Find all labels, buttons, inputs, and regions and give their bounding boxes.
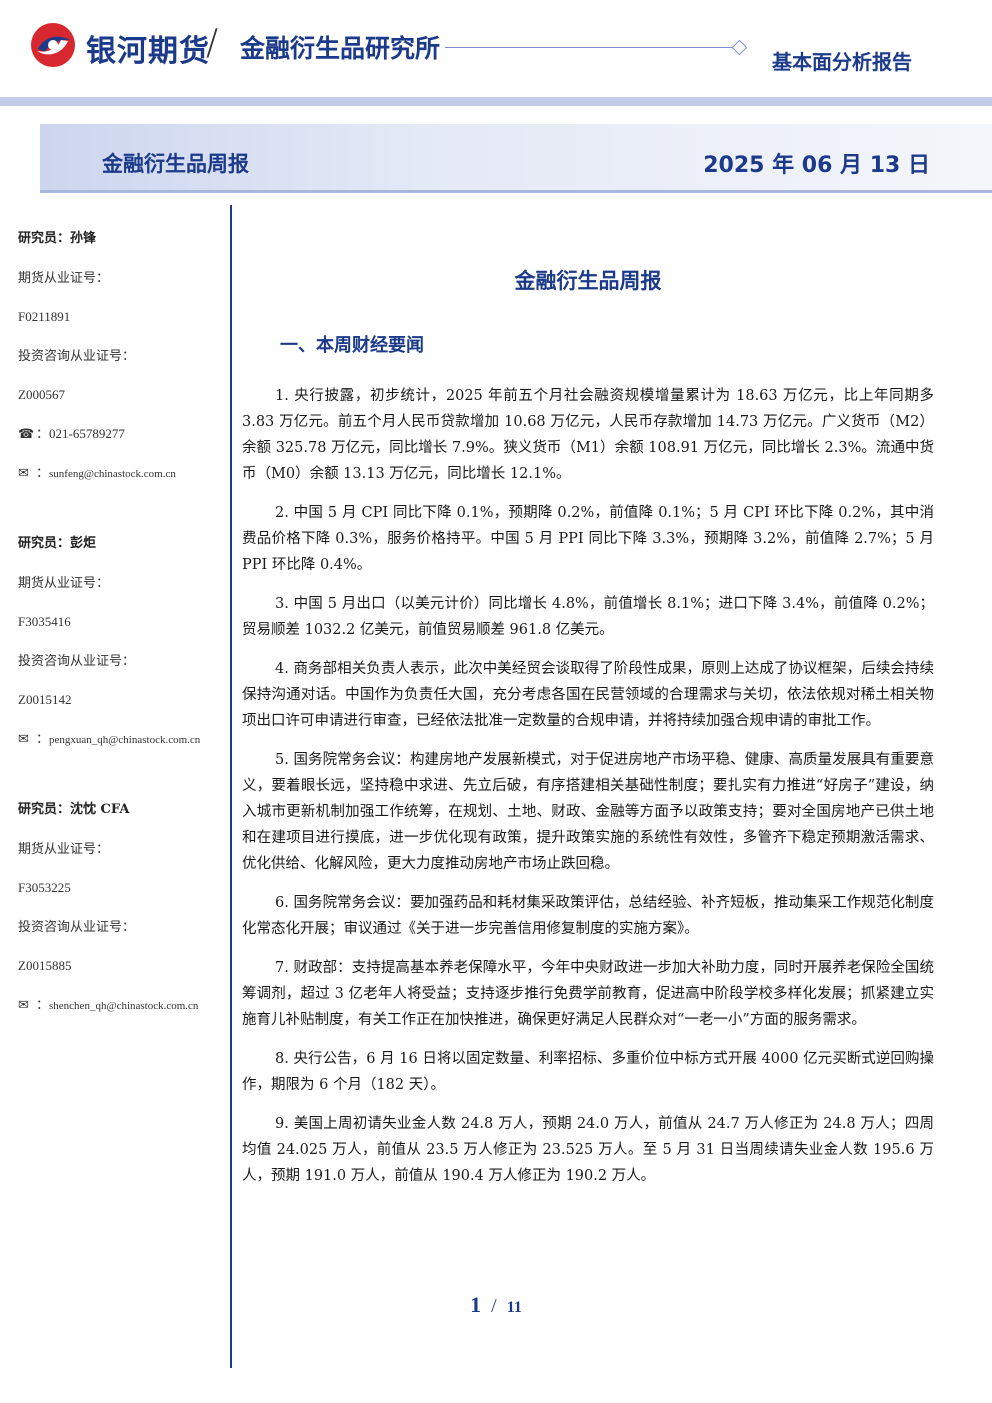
email-address[interactable]: sunfeng@chinastock.com.cn [49,468,176,480]
report-series-title: 金融衍生品周报 [102,152,249,176]
analyst-name: 研究员：彭炬 [18,536,97,551]
cert1-label: 期货从业证号： [18,575,110,590]
email-address[interactable]: pengxuan_qh@chinastock.com.cn [49,734,201,746]
current-page: 1 [470,1292,482,1317]
email-line: ✉ ：shenchen_qh@chinastock.com.cn [18,996,228,1035]
cert2-value: Z000567 [18,387,65,402]
page-separator: / [491,1295,497,1317]
news-item: 6. 国务院常务会议：要加强药品和耗材集采政策评估，总结经验、补齐短板，推动集采… [242,895,934,937]
total-pages: 11 [506,1299,522,1316]
cert1-label: 期货从业证号： [18,270,110,285]
analyst-card: 研究员：沈忱 CFA 期货从业证号： F3053225 投资咨询从业证号： Z0… [18,801,228,1035]
phone-icon: ☎ [18,426,35,441]
report-date: 2025 年 06 月 13 日 [703,153,930,178]
email-line: ✉ ：sunfeng@chinastock.com.cn [18,464,228,503]
news-item: 3. 中国 5 月出口（以美元计价）同比增长 4.8%，前值增长 8.1%；进口… [242,596,934,638]
cert1-value: F3035416 [18,614,71,629]
galaxy-logo-icon [31,23,75,67]
cert2-value: Z0015885 [18,958,72,973]
email-address[interactable]: shenchen_qh@chinastock.com.cn [49,1000,199,1012]
cert1-label: 期货从业证号： [18,841,110,856]
header-rule [445,47,735,48]
header-band [0,97,992,106]
news-item: 8. 央行公告，6 月 16 日将以固定数量、利率招标、多重价位中标方式开展 4… [242,1051,934,1093]
header-slash: / [206,22,219,63]
cert2-value: Z0015142 [18,692,72,707]
mail-icon: ✉ [18,465,29,480]
news-item: 5. 国务院常务会议：构建房地产发展新模式，对于促进房地产市场平稳、健康、高质量… [242,752,934,872]
analyst-card: 研究员：孙锋 期货从业证号： F0211891 投资咨询从业证号： Z00056… [18,230,228,503]
analyst-sidebar: 研究员：孙锋 期货从业证号： F0211891 投资咨询从业证号： Z00056… [18,230,228,1067]
cert1-value: F0211891 [18,309,71,324]
cert1-value: F3053225 [18,880,71,895]
news-item: 2. 中国 5 月 CPI 同比下降 0.1%，预期降 0.2%，前值降 0.1… [242,505,934,573]
document-title: 金融衍生品周报 [514,269,662,293]
news-item: 4. 商务部相关负责人表示，此次中美经贸会谈取得了阶段性成果，原则上达成了协议框… [242,661,934,729]
email-prefix: ： [36,465,50,480]
analyst-card: 研究员：彭炬 期货从业证号： F3035416 投资咨询从业证号： Z00151… [18,535,228,769]
cert2-label: 投资咨询从业证号： [18,653,136,668]
page-number: 1 / 11 [0,1292,992,1318]
cert2-label: 投资咨询从业证号： [18,348,136,363]
institute-name: 金融衍生品研究所 [240,34,441,63]
email-prefix: ： [36,731,50,746]
news-item: 7. 财政部：支持提高基本养老保障水平，今年中央财政进一步加大补助力度，同时开展… [242,960,934,1028]
mail-icon: ✉ [18,997,29,1012]
cert2-label: 投资咨询从业证号： [18,919,136,934]
section-heading: 一、本周财经要闻 [280,335,424,356]
phone-prefix: ： [36,426,50,441]
report-type: 基本面分析报告 [772,50,912,74]
phone-line: ☎：021-65789277 [18,425,228,464]
diamond-ornament [731,39,748,56]
news-item: 9. 美国上周初请失业金人数 24.8 万人，预期 24.0 万人，前值从 24… [242,1116,934,1184]
email-line: ✉ ：pengxuan_qh@chinastock.com.cn [18,730,228,769]
analyst-name: 研究员：沈忱 CFA [18,802,130,817]
main-content: 金融衍生品周报 一、本周财经要闻 1. 央行披露，初步统计，2025 年前五个月… [242,265,934,1202]
column-divider [230,205,232,1368]
title-bar: 金融衍生品周报 2025 年 06 月 13 日 [40,124,992,193]
page-header: 银河期货 / 金融衍生品研究所 基本面分析报告 [0,0,992,100]
news-item: 1. 央行披露，初步统计，2025 年前五个月社会融资规模增量累计为 18.63… [242,388,934,482]
analyst-name: 研究员：孙锋 [18,231,97,246]
brand-name: 银河期货 [86,34,210,69]
email-prefix: ： [36,997,50,1012]
mail-icon: ✉ [18,731,29,746]
phone-number[interactable]: 021-65789277 [49,426,125,441]
